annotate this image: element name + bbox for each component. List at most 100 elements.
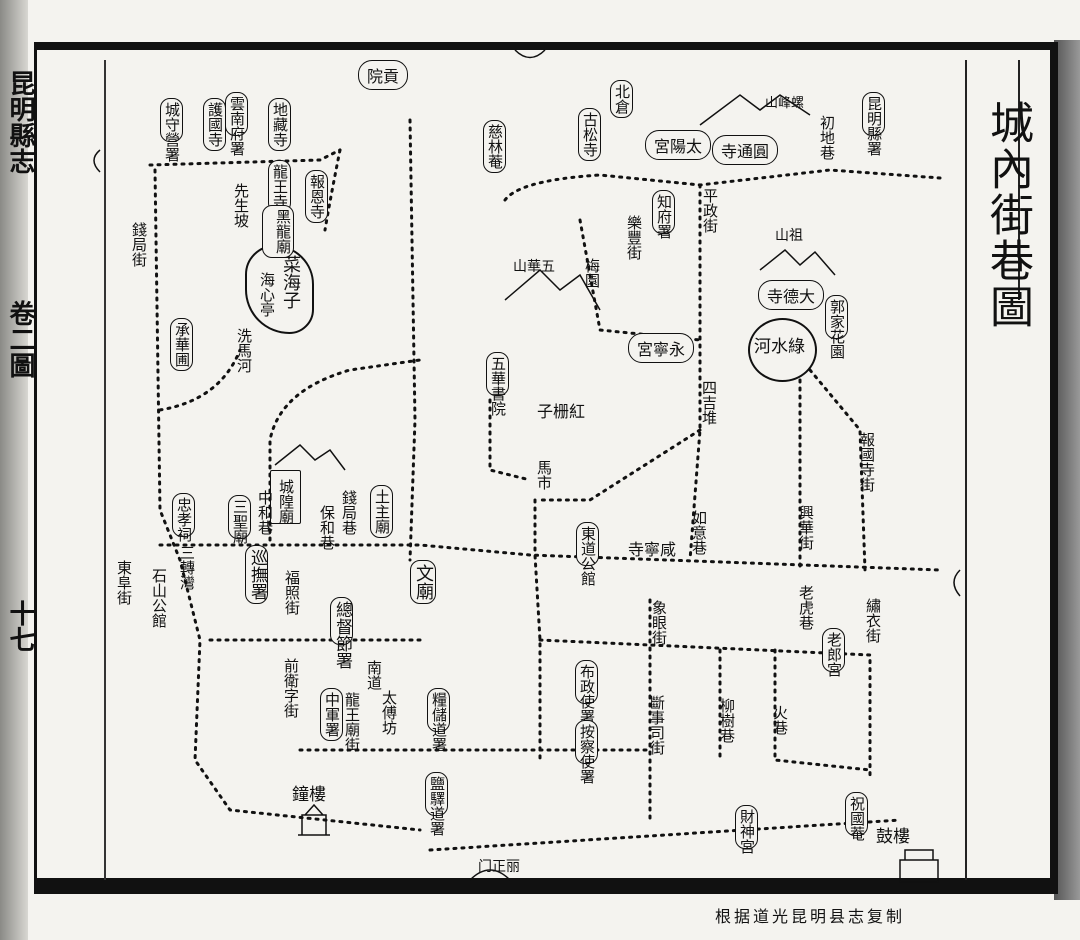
place-chenghua-garden: 承華圃 [170,318,193,371]
place-longwang-temple: 龍王寺 [268,160,291,213]
street-path [488,398,532,482]
street-label: 東阜街 [115,560,133,605]
place-prefect-office: 知府署 [652,190,675,239]
mountain-city-god [274,443,346,471]
street-label: 龍王廟街 [343,692,361,752]
place-grain-circuit-office: 糧儲道署 [427,688,450,752]
south-gate-label: 丽正门 [478,859,520,875]
place-gongyuan: 貢院 [358,60,409,90]
street-label: 梅園 [583,258,601,288]
street-path [533,498,542,762]
place-north-granary: 北倉 [610,80,633,118]
place-dizang-temple: 地藏寺 [268,98,291,151]
book-spine-edge [0,0,28,940]
street-label: 興華街 [797,505,815,550]
book-page-edge [1054,40,1080,900]
street-label: 錢局街 [130,222,148,267]
street-label: 平政街 [701,188,719,233]
street-label: 太傅坊 [380,690,398,735]
street-path [538,428,702,502]
margin-page-number: 十七 [5,600,35,652]
street-label: 紅栅子 [537,402,586,421]
street-path [503,168,942,202]
street-label: 老虎巷 [797,585,815,630]
street-label: 樂豐街 [625,215,643,260]
place-guo-family-garden: 郭家花園 [825,295,848,359]
map-title: 城內街巷圖 [982,100,1033,330]
street-path [538,638,872,782]
map-frame-right [1050,42,1058,892]
street-label: 咸寧寺 [628,540,677,559]
lushui-river-pool [748,318,817,382]
street-label: 繡衣街 [864,598,882,643]
gate-west [93,149,101,173]
street-label: 報國寺街 [858,432,876,492]
gate-south [469,869,511,881]
street-label: 四吉堆 [700,380,718,425]
street-label: 三轉灣 [178,545,196,590]
street-path [808,368,867,572]
place-laolang-palace: 老郎宮 [822,628,845,677]
place-gusong-temple: 古松寺 [578,108,601,161]
place-zhongjun-office: 中軍署 [320,688,343,741]
place-shishan-guesthouse: 石山公館 [150,568,168,628]
margin-chapter: 卷二圖 [5,300,35,378]
place-ancha-office: 按察使署 [575,720,598,784]
street-path [773,648,872,772]
title-panel-line [1018,60,1020,300]
pavilion-label: 海心亭 [258,272,276,317]
title-divider [965,60,967,880]
street-label: 先生坡 [232,183,250,228]
mountain-luofeng [699,94,811,126]
place-zhuguo-nunnery: 祝國菴 [845,792,868,841]
street-label: 柳樹巷 [718,698,736,743]
place-huguo-temple: 護國寺 [203,98,226,151]
street-path [268,358,422,542]
street-label: 錢局巷 [340,490,358,535]
wuhua-mountain-label: 五華山 [513,259,555,275]
city-wall-west [104,60,106,880]
street-label: 馬市 [535,460,553,490]
street-path [323,148,342,232]
map-frame-top [34,42,1056,50]
street-label: 前衛字街 [282,658,300,718]
lake-label: 菜海子 [280,255,301,309]
place-wuhua-academy: 五華書院 [486,352,509,416]
street-path [408,118,417,562]
place-sansheng-temple: 三聖廟 [228,495,251,544]
place-yuantong-temple: 圓通寺 [712,135,779,165]
gate-east [953,569,961,597]
place-yunnan-prefecture: 雲南府署 [225,92,248,156]
place-dongdao-guesthouse: 東道公館 [576,522,599,586]
place-kunming-county-office: 昆明縣署 [862,92,885,156]
drum-tower-icon [899,849,939,883]
street-label: 初地巷 [818,115,836,160]
place-confucius-temple: 文廟 [410,560,436,604]
street-label: 象眼街 [650,600,668,645]
bell-tower-label: 鐘樓 [292,785,326,805]
zu-mountain-label: 祖山 [775,228,803,244]
place-chengshou-yingshu: 城守營署 [160,98,183,162]
place-taiyang-palace: 太陽宮 [645,130,712,160]
mountain-wuhua [504,268,601,311]
place-yongning-palace: 永寧宮 [628,333,695,363]
place-salt-circuit-office: 鹽驛道署 [425,772,448,836]
street-label: 福照街 [283,570,301,615]
place-buzheng-office: 布政使署 [575,660,598,724]
luofeng-mountain-label: 螺峰山 [765,96,805,111]
margin-book-title: 昆明縣志 [5,70,35,174]
drum-tower-label: 鼓樓 [876,827,910,847]
map-frame-left [34,42,37,892]
gate-north [514,49,546,59]
street-label: 南道 [365,660,383,690]
street-path [153,168,422,832]
bell-tower-icon [298,803,330,836]
mountain-zu [759,248,836,276]
river-label: 綠水河 [754,337,805,357]
street-path [688,183,702,562]
street-path [148,148,342,167]
source-caption: 根据道光昆明县志复制 [715,907,906,926]
place-governor-office: 巡撫署 [245,545,268,604]
street-label: 斷事司街 [648,695,666,755]
